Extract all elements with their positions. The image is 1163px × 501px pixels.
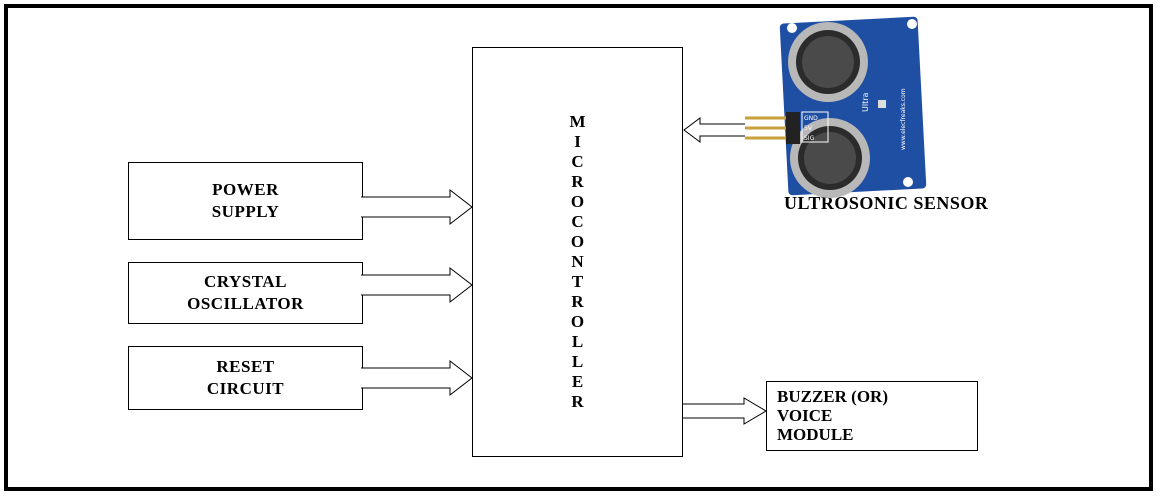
- board-model-text: Ultra: [861, 92, 870, 112]
- buzzer-arrow: [683, 398, 766, 424]
- transducer-top: [788, 22, 868, 102]
- ultrasonic-sensor-image: GND 5V SIG Ultra www.elecfreaks.com: [745, 17, 926, 198]
- crystal-oscillator-arrow: [361, 268, 472, 302]
- power-supply-arrow: [361, 190, 472, 224]
- pin-label-gnd: GND: [804, 115, 818, 122]
- reset-circuit-arrow: [361, 361, 472, 395]
- sensor-arrow: [684, 118, 745, 142]
- pin-label-5v: 5V: [804, 125, 813, 132]
- board-url-text: www.elecfreaks.com: [900, 88, 907, 150]
- pin-label-sig: SIG: [804, 135, 815, 142]
